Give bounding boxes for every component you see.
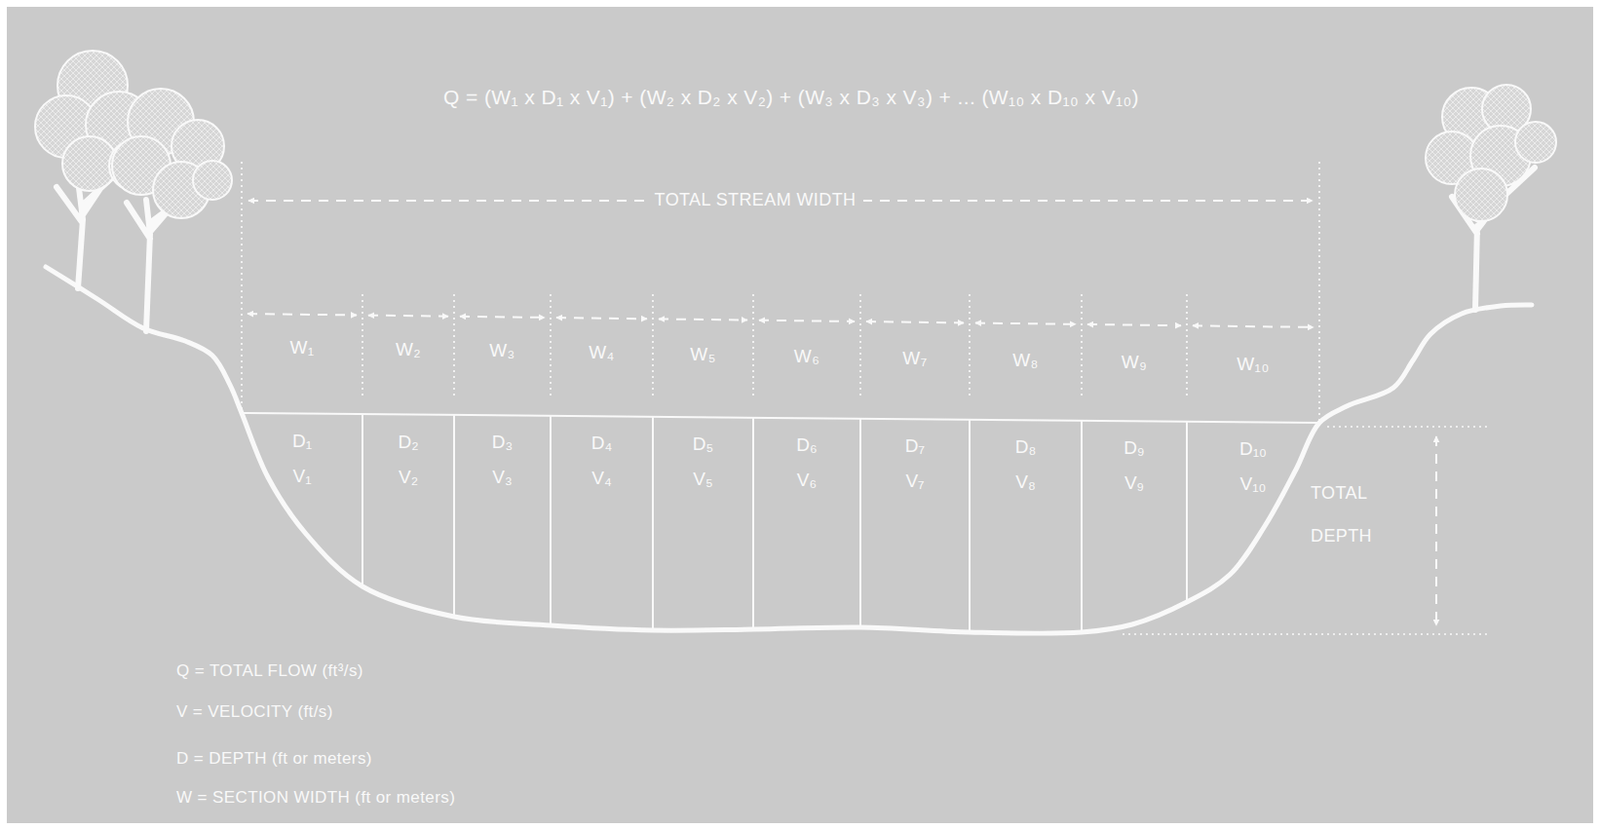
stream-section: D₁V₁ — [241, 423, 363, 495]
section-width-label-box: W₈ — [1012, 349, 1039, 373]
tree — [1425, 84, 1557, 310]
stream-section: D₆V₆ — [753, 427, 861, 498]
key-entry-box: V = VELOCITY (ft/s) — [176, 702, 334, 723]
section-width-label-box: W₂ — [395, 339, 421, 362]
stream-section: D₈V₈ — [969, 429, 1082, 500]
depth-label-box: TOTAL DEPTH — [1310, 471, 1387, 558]
section-width-label-box: W₃ — [489, 340, 515, 363]
section-width-label: W₆ — [794, 345, 820, 369]
stream-section: D₂V₂ — [362, 424, 455, 496]
section-width-label: W₄ — [588, 342, 615, 365]
section-width-label: W₂ — [395, 339, 421, 362]
key-entry-box: D = DEPTH (ft or meters) — [176, 749, 373, 769]
section-width-label: W₉ — [1121, 351, 1147, 375]
section-width-label-box: W₁ — [289, 337, 314, 360]
depth-symbol: D₂ — [362, 424, 455, 460]
stream-section: D₇V₇ — [860, 428, 970, 499]
depth-symbol: D₁₀ — [1186, 431, 1320, 467]
width-label: TOTAL STREAM WIDTH — [647, 190, 865, 212]
section-width-label: W₇ — [902, 347, 927, 371]
section-width-label-box: W₄ — [588, 342, 615, 365]
flow-formula-box: Q = (W₁ x D₁ x V₁) + (W₂ x D₂ x V₂) + (W… — [443, 84, 1140, 110]
background-panel — [6, 6, 1594, 824]
section-width-label: W₁ — [289, 337, 314, 360]
section-width-label-box: W₉ — [1121, 351, 1147, 375]
velocity-symbol: V₁ — [241, 458, 363, 495]
velocity-symbol: V₇ — [860, 463, 970, 499]
depth-symbol: D₇ — [860, 428, 970, 464]
velocity-symbol: V₃ — [454, 459, 551, 496]
section-dividers — [362, 414, 1187, 631]
stream-section: D₄V₄ — [550, 425, 653, 496]
width-label-box: TOTAL STREAM WIDTH — [647, 190, 865, 212]
width-guides — [241, 161, 1489, 635]
stream-section: D₅V₅ — [652, 426, 754, 497]
depth-label: TOTAL DEPTH — [1310, 471, 1387, 558]
stream-bed — [45, 266, 1532, 634]
stream-section: D₁₀V₁₀ — [1186, 431, 1320, 502]
section-width-label: W₁₀ — [1236, 353, 1269, 377]
depth-symbol: D₃ — [454, 424, 551, 460]
key-entry: V = VELOCITY (ft/s) — [176, 702, 334, 723]
section-width-label: W₈ — [1012, 349, 1039, 373]
velocity-symbol: V₄ — [550, 460, 653, 496]
water-surface — [241, 413, 1320, 423]
tree — [112, 88, 232, 332]
stream-section: D₉V₉ — [1081, 430, 1187, 501]
velocity-symbol: V₅ — [652, 461, 754, 497]
section-width-label: W₃ — [489, 340, 515, 363]
key-entry: Q = TOTAL FLOW (ft³/s) — [176, 661, 364, 682]
velocity-symbol: V₂ — [362, 459, 455, 496]
velocity-symbol: V₆ — [753, 462, 861, 498]
flow-formula: Q = (W₁ x D₁ x V₁) + (W₂ x D₂ x V₂) + (W… — [443, 84, 1140, 110]
depth-symbol: D₈ — [969, 429, 1082, 465]
key-entry: W = SECTION WIDTH (ft or meters) — [176, 788, 456, 808]
section-width-label-box: W₇ — [902, 347, 927, 371]
section-width-label-box: W₁₀ — [1236, 353, 1269, 377]
depth-symbol: D₆ — [753, 427, 861, 463]
depth-symbol: D₁ — [241, 423, 363, 459]
velocity-symbol: V₁₀ — [1186, 466, 1320, 502]
section-width-label-box: W₅ — [689, 343, 716, 367]
depth-symbol: D₄ — [550, 425, 653, 461]
dimension-arrows — [247, 200, 1437, 626]
section-width-label-box: W₆ — [794, 345, 820, 369]
section-width-label: W₅ — [689, 343, 716, 367]
velocity-symbol: V₈ — [969, 464, 1082, 500]
stream-section: D₃V₃ — [454, 424, 551, 496]
key-entry: D = DEPTH (ft or meters) — [176, 749, 373, 769]
key-entry-box: Q = TOTAL FLOW (ft³/s) — [176, 661, 364, 682]
depth-symbol: D₅ — [652, 426, 754, 462]
key-entry-box: W = SECTION WIDTH (ft or meters) — [176, 788, 456, 808]
velocity-symbol: V₉ — [1081, 465, 1187, 501]
depth-symbol: D₉ — [1081, 430, 1187, 466]
